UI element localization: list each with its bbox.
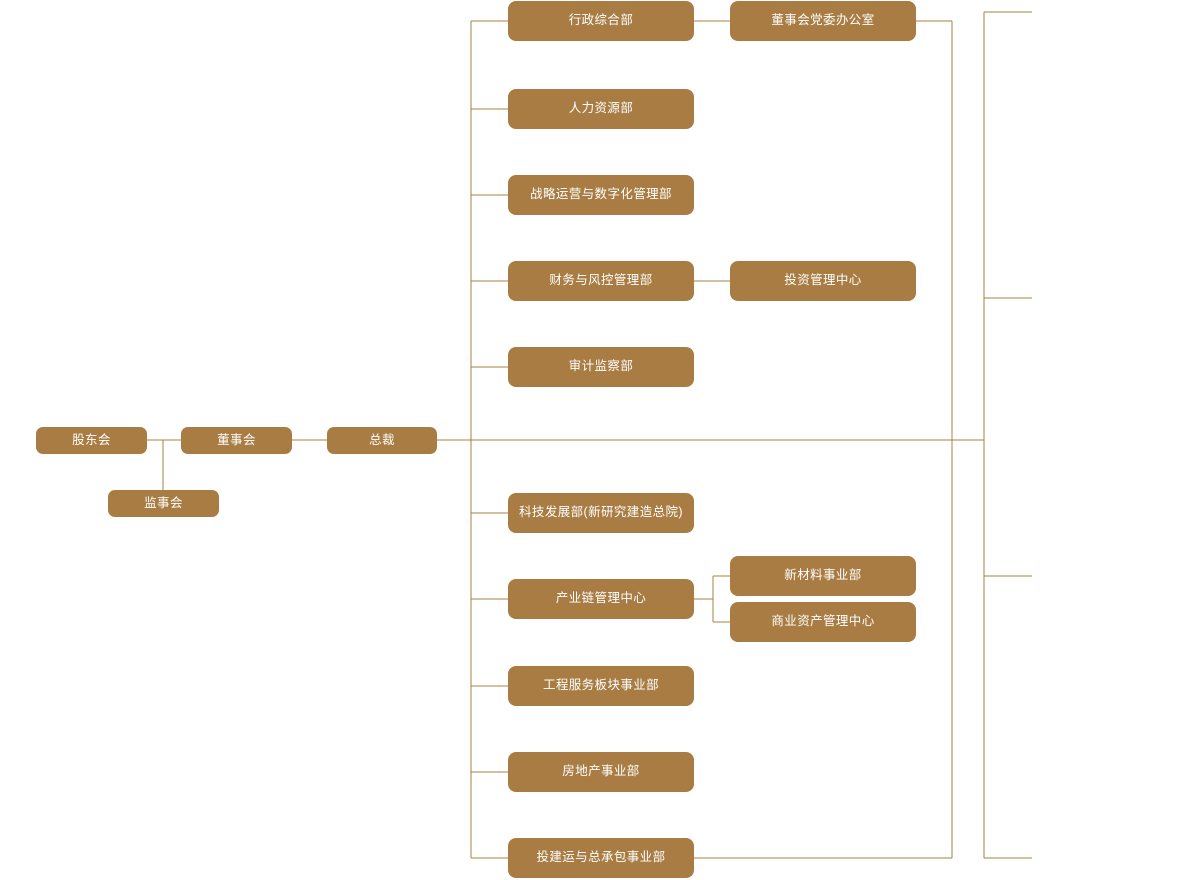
- node-president[interactable]: 总裁: [327, 427, 437, 454]
- node-human-resources-dept[interactable]: 人力资源部: [508, 89, 694, 129]
- node-strategy-operations-digital-dept[interactable]: 战略运营与数字化管理部: [508, 175, 694, 215]
- node-party-committee-office[interactable]: 董事会党委办公室: [730, 1, 916, 41]
- node-board-of-directors[interactable]: 董事会: [181, 427, 292, 454]
- node-shareholders[interactable]: 股东会: [36, 427, 147, 454]
- node-technology-development-dept[interactable]: 科技发展部(新研究建造总院): [508, 493, 694, 533]
- node-new-materials-division[interactable]: 新材料事业部: [730, 556, 916, 596]
- node-commercial-asset-management-center[interactable]: 商业资产管理中心: [730, 602, 916, 642]
- node-investment-management-center[interactable]: 投资管理中心: [730, 261, 916, 301]
- node-board-of-supervisors[interactable]: 监事会: [108, 490, 219, 517]
- node-real-estate-division[interactable]: 房地产事业部: [508, 752, 694, 792]
- node-investment-construction-epc-division[interactable]: 投建运与总承包事业部: [508, 838, 694, 878]
- node-administration-dept[interactable]: 行政综合部: [508, 1, 694, 41]
- node-finance-risk-control-dept[interactable]: 财务与风控管理部: [508, 261, 694, 301]
- node-engineering-services-division[interactable]: 工程服务板块事业部: [508, 666, 694, 706]
- node-supply-chain-management-center[interactable]: 产业链管理中心: [508, 579, 694, 619]
- node-audit-supervision-dept[interactable]: 审计监察部: [508, 347, 694, 387]
